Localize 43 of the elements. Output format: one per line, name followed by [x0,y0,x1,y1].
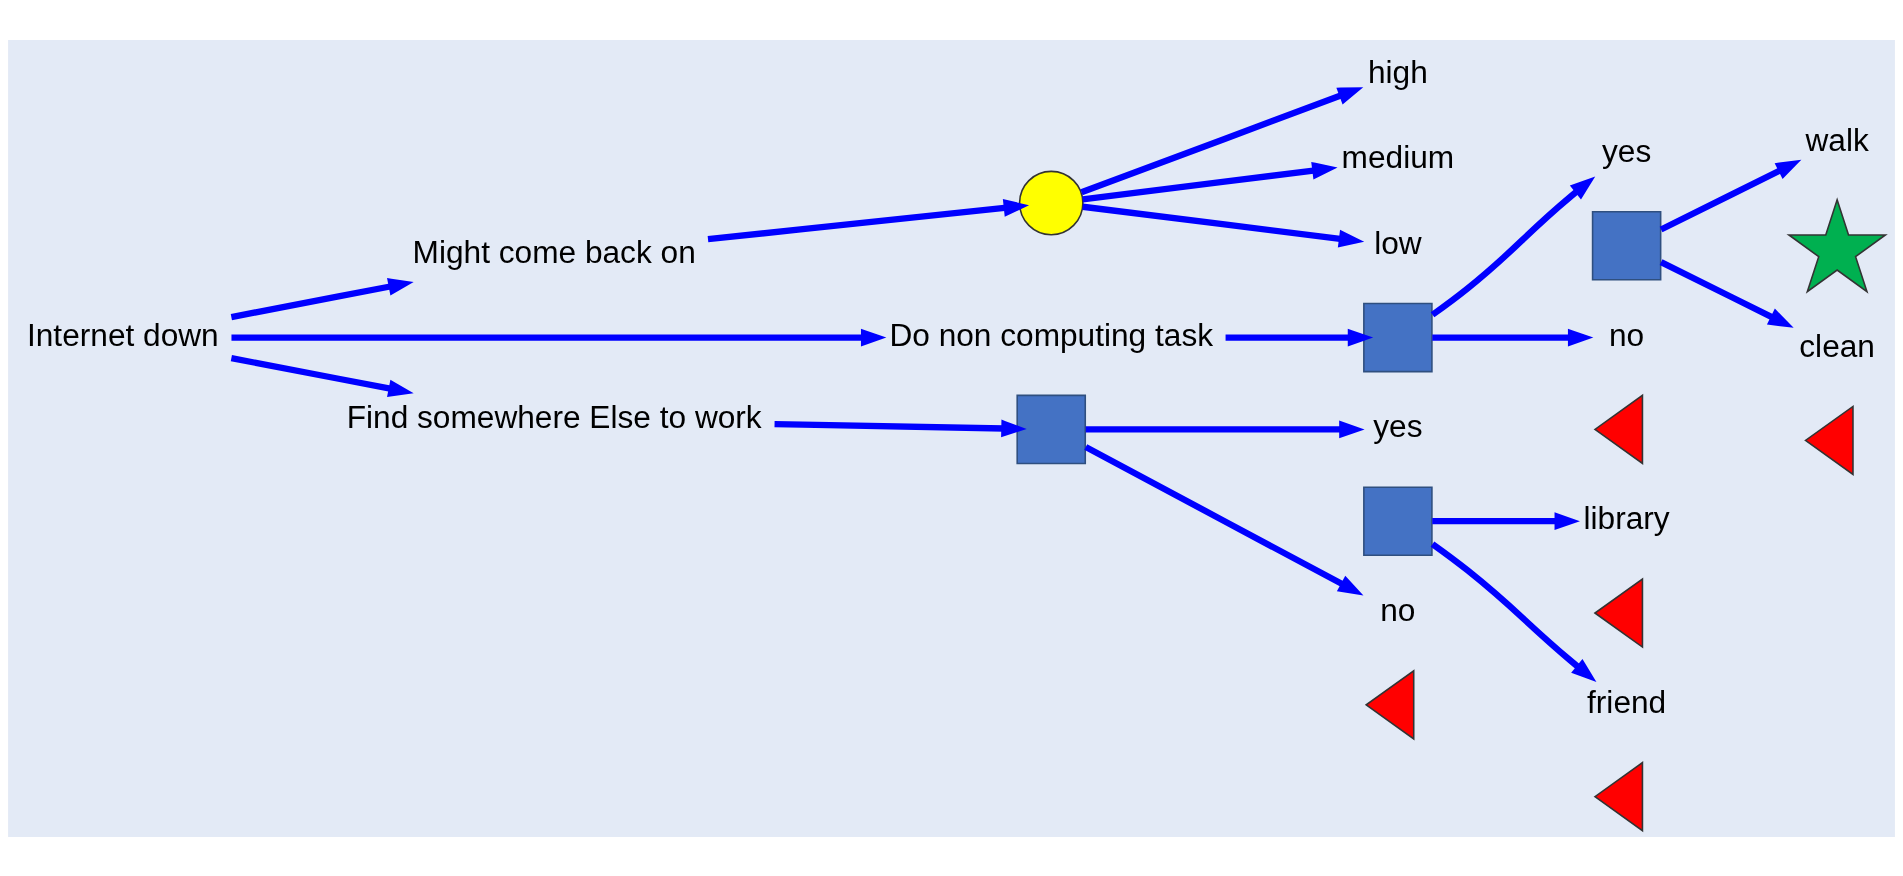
arrow [231,328,887,346]
node-triangle [1593,393,1644,465]
arrow [1082,203,1365,247]
arrow [1432,328,1594,346]
arrow [1659,159,1802,232]
arrow [774,419,1027,437]
arrow [1085,420,1365,438]
arrow [1225,328,1374,346]
node-text: no [1380,591,1416,628]
arrow [1082,161,1338,202]
node-star [1786,196,1888,294]
node-text: yes [1601,132,1652,169]
node-text: Find somewhere Else to work [346,398,762,435]
node-text: no [1609,316,1645,352]
arrow [230,354,414,397]
node-triangle [1593,760,1644,832]
node-text: walk [1805,121,1869,158]
arrow [230,277,414,320]
node-text: low [1374,224,1422,261]
node-text: Do non computing task [889,316,1214,352]
node-text: medium [1341,138,1455,175]
node-text: yes [1373,407,1423,444]
arrow [1659,258,1794,328]
node-text: clean [1799,327,1875,364]
arrow [1084,443,1364,595]
arrow [1430,176,1596,317]
arrow [707,198,1030,242]
node-text: high [1367,53,1428,90]
node-box [1016,394,1087,464]
node-triangle [1804,404,1854,476]
node-box [1591,210,1662,281]
node-text: Internet down [26,316,219,352]
node-triangle [1593,576,1644,649]
arrow [1432,511,1580,530]
node-text: Might come back on [412,233,696,270]
arrow [1080,86,1364,195]
arrow [1430,540,1597,682]
node-circle [1018,170,1084,235]
node-text: friend [1587,683,1667,720]
node-box [1363,302,1433,372]
node-box [1363,485,1433,556]
node-text: library [1583,499,1670,536]
node-triangle [1364,668,1415,740]
